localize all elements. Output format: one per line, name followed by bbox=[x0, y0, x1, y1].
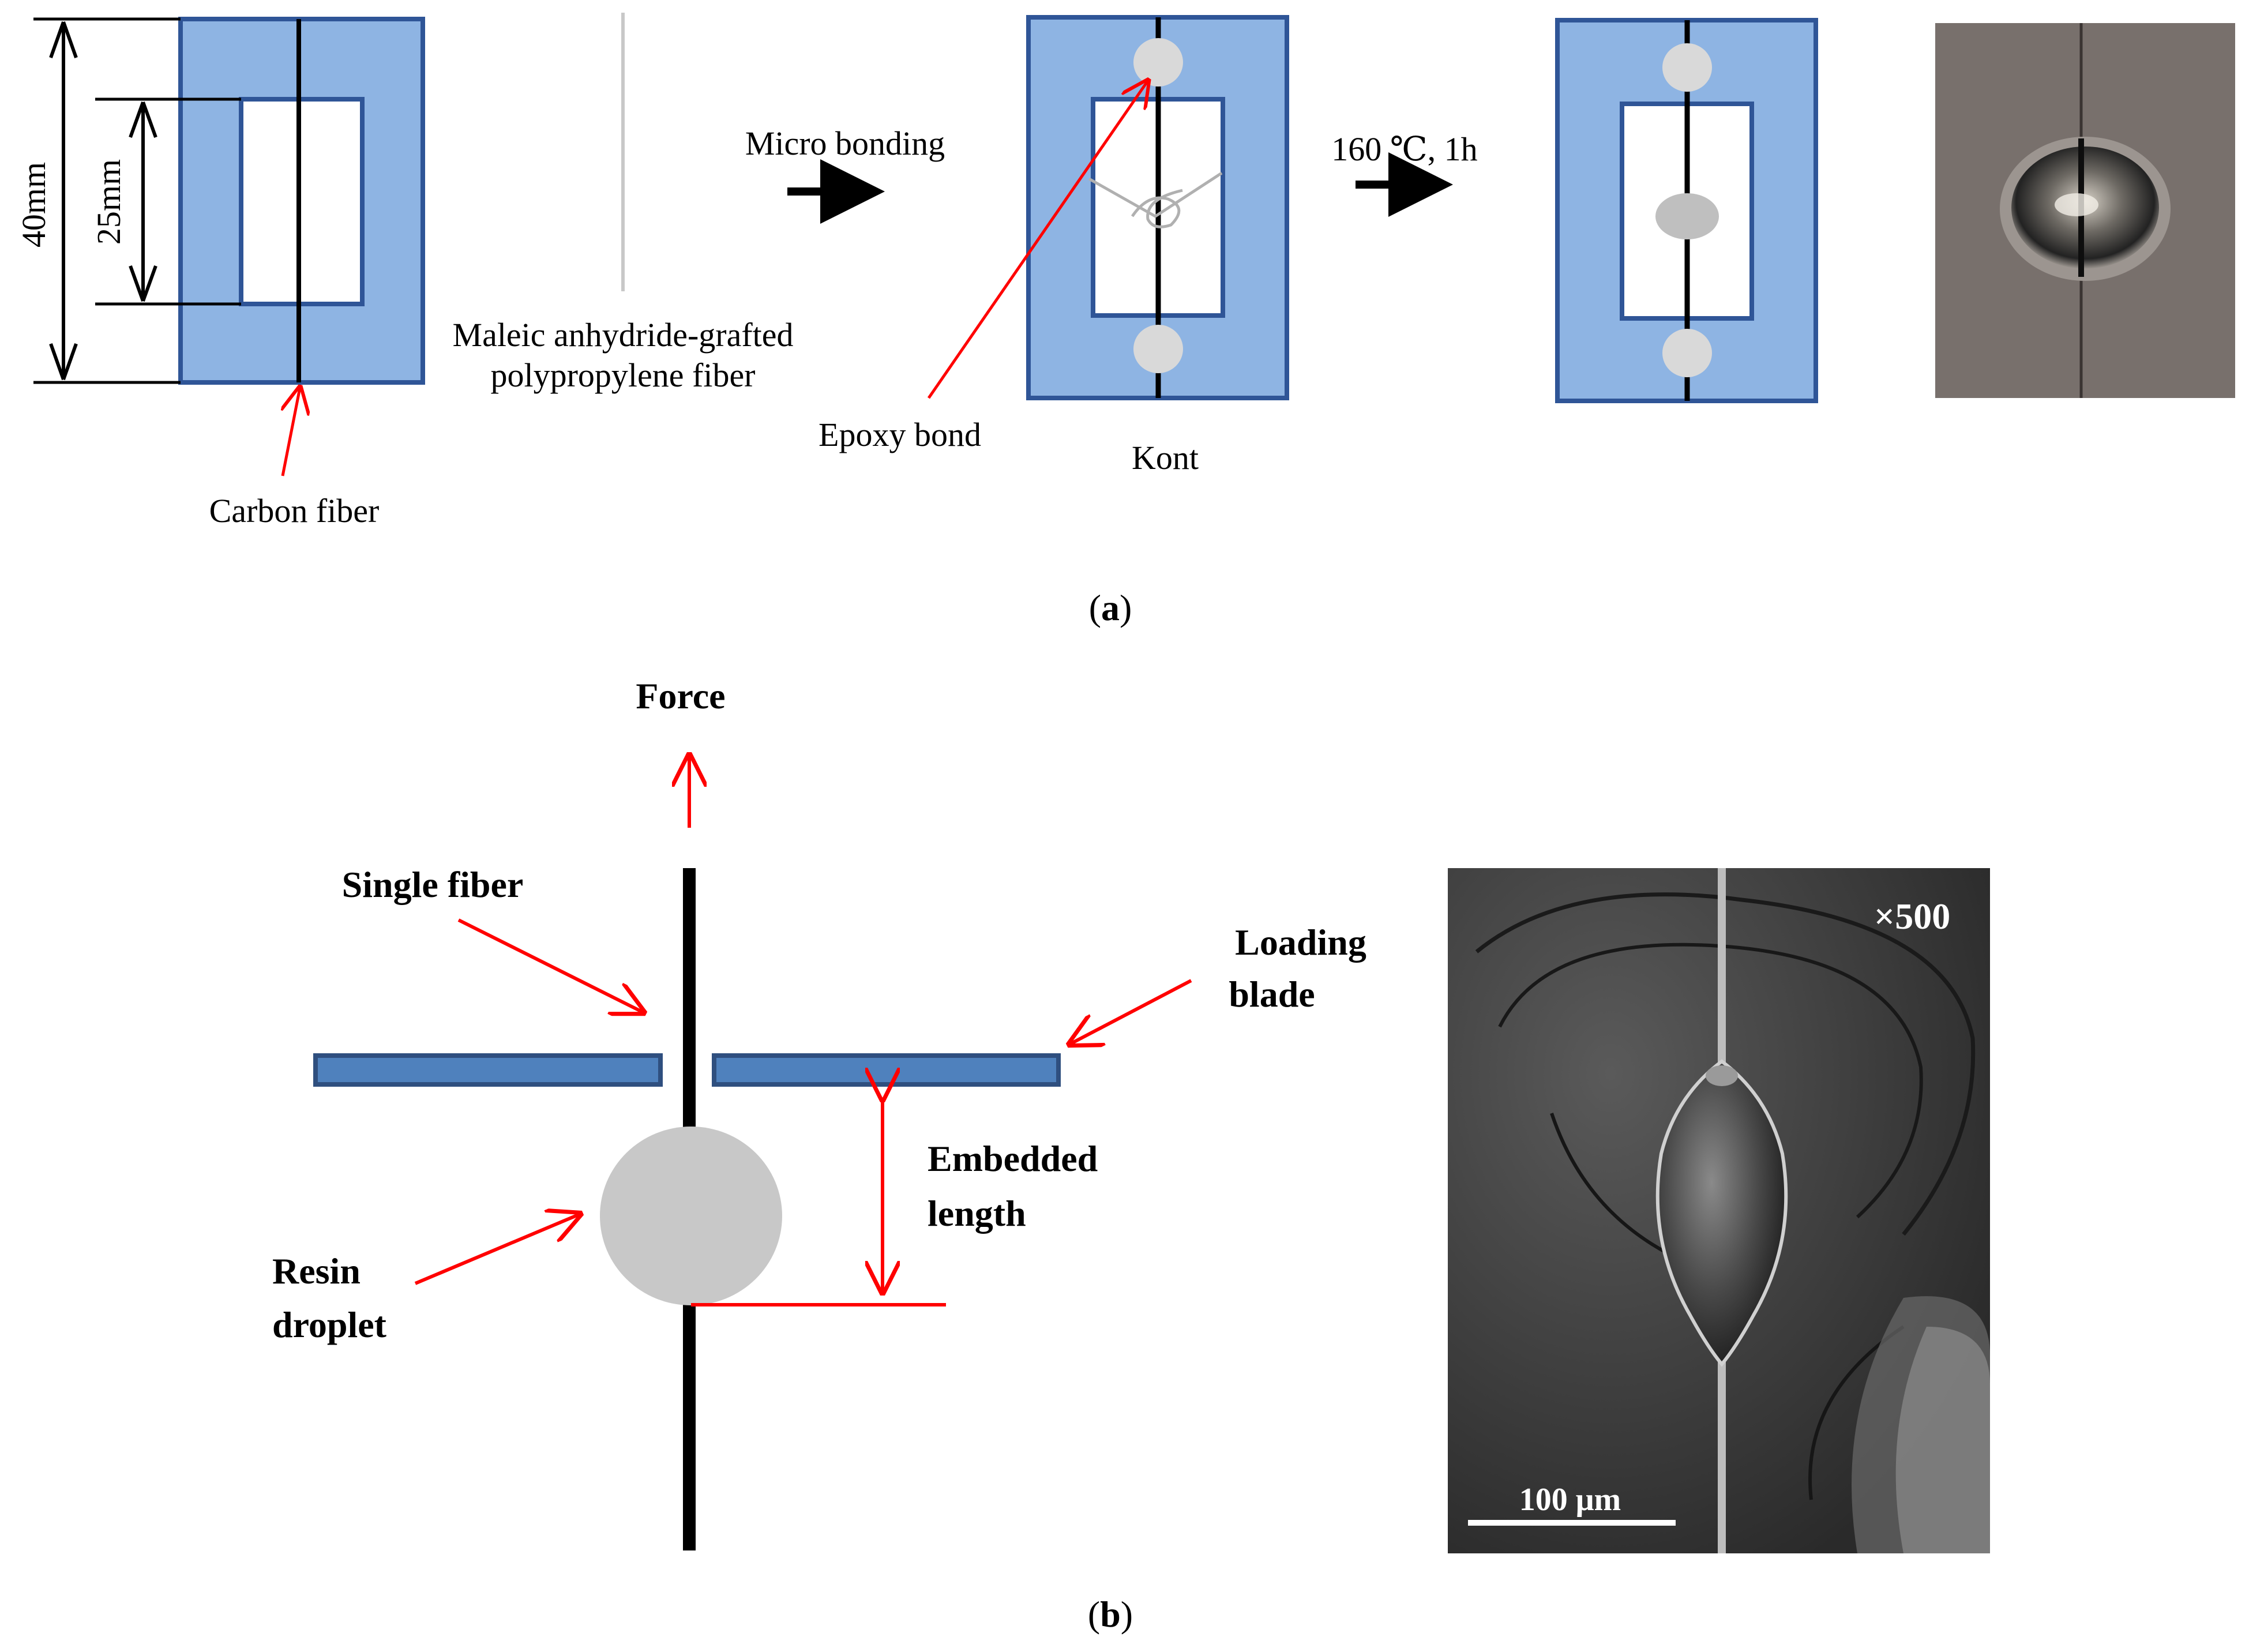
epoxy-bond-label: Epoxy bond bbox=[818, 416, 981, 453]
step1-label: Micro bonding bbox=[745, 125, 945, 162]
epoxy-pointer bbox=[927, 81, 1148, 399]
cured-droplet bbox=[1655, 193, 1719, 239]
carbon-fiber-label: Carbon fiber bbox=[209, 492, 380, 530]
loading-label-line2: blade bbox=[1229, 974, 1315, 1015]
epoxy-dot-top bbox=[1133, 38, 1183, 87]
single-fiber-label: Single fiber bbox=[342, 864, 524, 905]
embedded-label-line2: length bbox=[928, 1193, 1026, 1234]
card-frame-initial bbox=[178, 17, 425, 385]
step2-label: 160 ℃, 1h bbox=[1331, 130, 1477, 168]
caption-b: (b) bbox=[1088, 1594, 1133, 1635]
epoxy-dot-bottom-cured bbox=[1662, 329, 1712, 377]
optical-micrograph bbox=[1935, 23, 2235, 398]
loading-blade-right bbox=[712, 1053, 1061, 1087]
sem-scale-label: 100 μm bbox=[1519, 1482, 1621, 1518]
embedded-label-line1: Embedded bbox=[928, 1138, 1098, 1179]
carbon-fiber-pointer bbox=[283, 388, 300, 476]
card-frame-bonded bbox=[1026, 15, 1289, 400]
knot bbox=[1088, 171, 1223, 228]
resin-label-line1: Resin bbox=[272, 1251, 361, 1291]
dimension-outer: 40mm bbox=[15, 17, 181, 384]
dim-inner-label: 25mm bbox=[90, 159, 127, 245]
resin-droplet-pointer bbox=[414, 1214, 580, 1285]
mapp-label-line1: Maleic anhydride-grafted bbox=[453, 316, 794, 354]
dim-outer-label: 40mm bbox=[15, 162, 52, 247]
sem-micrograph: ×500 100 μm bbox=[1448, 868, 1990, 1553]
epoxy-dot-bottom bbox=[1133, 325, 1183, 373]
caption-a: (a) bbox=[1089, 587, 1132, 628]
epoxy-dot-top-cured bbox=[1662, 43, 1712, 92]
loading-label-line1: Loading bbox=[1235, 922, 1366, 963]
dimension-inner: 25mm bbox=[90, 97, 241, 306]
resin-label-line2: droplet bbox=[272, 1304, 387, 1345]
loading-blade-left bbox=[313, 1053, 663, 1087]
force-label: Force bbox=[636, 675, 725, 716]
single-fiber-pointer bbox=[457, 918, 643, 1012]
panel-a: 40mm 25mm Carbon fiber Maleic anhydride-… bbox=[15, 13, 2235, 628]
sem-magnification-label: ×500 bbox=[1874, 896, 1950, 937]
knot-label: Kont bbox=[1132, 439, 1199, 476]
mapp-label-line2: polypropylene fiber bbox=[490, 356, 755, 394]
panel-b: Force Single fiber Loading blade Embedde… bbox=[272, 675, 1990, 1635]
card-frame-cured bbox=[1555, 18, 1818, 403]
resin-droplet-shape bbox=[600, 1127, 782, 1305]
loading-blade-pointer bbox=[1070, 979, 1192, 1044]
